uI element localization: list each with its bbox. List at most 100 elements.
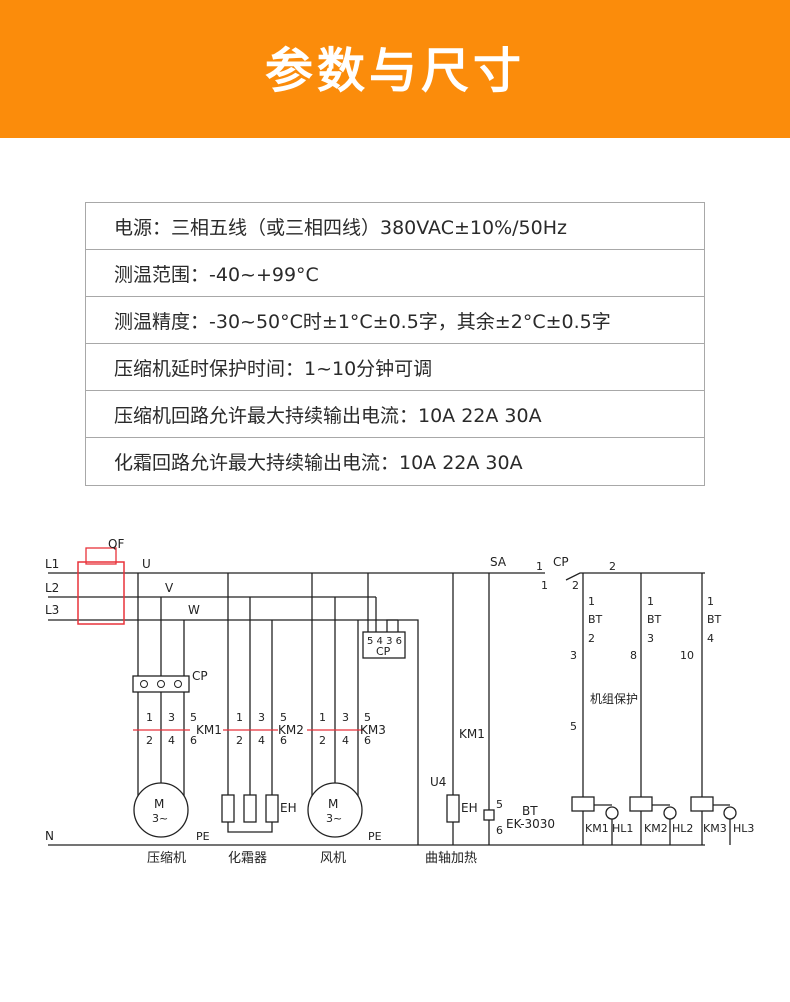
svg-text:KM3: KM3 [703, 822, 727, 835]
svg-text:2: 2 [236, 734, 243, 747]
sa-num-bottom: 1 [541, 579, 548, 592]
svg-text:1: 1 [707, 595, 714, 608]
cp-ctrl-num-1: 2 [572, 579, 579, 592]
crank-heater [446, 794, 460, 823]
sa-num-top: 1 [536, 560, 543, 573]
protection-num: 5 [570, 720, 577, 733]
svg-text:4: 4 [342, 734, 349, 747]
cp-overload-label: CP [192, 669, 208, 683]
svg-text:BT: BT [647, 613, 662, 626]
fan-pe: PE [368, 830, 382, 843]
svg-text:1: 1 [588, 595, 595, 608]
cp-monitor-label: CP [376, 645, 391, 658]
cp-ctrl-label: CP [553, 555, 569, 569]
bt-terminal-5: 5 [496, 798, 503, 811]
svg-text:2: 2 [588, 632, 595, 645]
spec-row: 测温范围：-40~+99°C [86, 250, 704, 297]
svg-text:8: 8 [630, 649, 637, 662]
fan-motor-phase: 3~ [326, 812, 342, 825]
svg-text:HL2: HL2 [672, 822, 693, 835]
spec-row: 压缩机延时保护时间：1~10分钟可调 [86, 344, 704, 391]
load-crank-heat: 曲轴加热 [425, 851, 477, 866]
svg-text:4: 4 [168, 734, 175, 747]
cp-monitor [362, 631, 406, 659]
qf-breaker-box [77, 561, 125, 625]
svg-text:6: 6 [190, 734, 197, 747]
bt-module-label: BT [522, 804, 538, 818]
compressor-motor [133, 782, 189, 838]
qf-label: QF [108, 537, 124, 551]
svg-text:KM2: KM2 [644, 822, 668, 835]
compressor-motor-phase: 3~ [152, 812, 168, 825]
svg-text:2: 2 [319, 734, 326, 747]
km2-contacts: 1 3 5 2 4 6 KM2 [223, 711, 304, 747]
l2-label: L2 [45, 581, 59, 595]
protection-label: 机组保护 [590, 692, 638, 706]
defrost-eh-label: EH [280, 801, 297, 815]
spec-row: 化霜回路允许最大持续输出电流：10A 22A 30A [114, 452, 523, 474]
svg-text:6: 6 [280, 734, 287, 747]
svg-text:4: 4 [707, 632, 714, 645]
cp-overload [132, 675, 190, 693]
km3-label: KM3 [360, 723, 386, 737]
svg-text:5: 5 [364, 711, 371, 724]
header-banner: 参数与尺寸 [0, 0, 790, 138]
load-fan: 风机 [320, 851, 346, 866]
fan-motor-symbol: M [328, 797, 338, 811]
l3-label: L3 [45, 603, 59, 617]
qf-handle [85, 547, 117, 565]
spec-row: 压缩机回路允许最大持续输出电流：10A 22A 30A [86, 391, 704, 438]
compressor-pe: PE [196, 830, 210, 843]
w-label: W [188, 603, 200, 617]
svg-text:1: 1 [647, 595, 654, 608]
km2-label: KM2 [278, 723, 304, 737]
svg-text:3: 3 [647, 632, 654, 645]
bt-module-model: EK-3030 [506, 817, 555, 831]
wiring-diagram: QF L1 L2 L3 N U V W CP 1 3 5 2 4 6 KM1 1… [45, 537, 754, 866]
bt-terminal-6: 6 [496, 824, 503, 837]
spec-table: 电源：三相五线（或三相四线）380VAC±10%/50Hz 测温范围：-40~+… [85, 202, 705, 486]
crank-eh-label: EH [461, 801, 478, 815]
svg-text:BT: BT [588, 613, 603, 626]
svg-text:3: 3 [168, 711, 175, 724]
svg-text:1: 1 [319, 711, 326, 724]
svg-text:5: 5 [190, 711, 197, 724]
wires [48, 572, 731, 846]
sa-label: SA [490, 555, 507, 569]
svg-text:HL1: HL1 [612, 822, 633, 835]
svg-text:3: 3 [570, 649, 577, 662]
load-defrost: 化霜器 [228, 851, 267, 866]
load-compressor: 压缩机 [147, 850, 186, 866]
u-label: U [142, 557, 151, 571]
svg-text:3: 3 [258, 711, 265, 724]
cp-ctrl-num-2: 2 [609, 560, 616, 573]
spec-row: 测温精度：-30~50°C时±1°C±0.5字，其余±2°C±0.5字 [86, 297, 704, 344]
crank-u4-label: U4 [430, 775, 446, 789]
fan-motor [307, 782, 363, 838]
km3-contacts: 1 3 5 2 4 6 KM3 [307, 711, 386, 747]
svg-text:6: 6 [364, 734, 371, 747]
bt-branch-3: 1 BT 4 10 KM3 HL3 [680, 595, 754, 835]
svg-text:5: 5 [280, 711, 287, 724]
bt-branch-1: 1 BT 2 3 KM1 HL1 [570, 595, 633, 835]
bt-branch-2: 1 BT 3 8 KM2 HL2 [629, 595, 693, 835]
defrost-heaters [221, 794, 279, 823]
svg-text:2: 2 [146, 734, 153, 747]
v-label: V [165, 581, 174, 595]
km1-contacts: 1 3 5 2 4 6 KM1 [133, 711, 222, 747]
l1-label: L1 [45, 557, 59, 571]
svg-text:HL3: HL3 [733, 822, 754, 835]
svg-text:3: 3 [342, 711, 349, 724]
svg-text:1: 1 [146, 711, 153, 724]
bt-module-coil [483, 809, 495, 821]
compressor-motor-symbol: M [154, 797, 164, 811]
crank-km-label: KM1 [459, 727, 485, 741]
cp-monitor-terminals: 5 4 3 6 [367, 636, 402, 647]
spec-row: 电源：三相五线（或三相四线）380VAC±10%/50Hz [86, 203, 704, 250]
page-title: 参数与尺寸 [264, 43, 525, 99]
svg-text:BT: BT [707, 613, 722, 626]
svg-text:1: 1 [236, 711, 243, 724]
n-label: N [45, 829, 54, 843]
svg-text:10: 10 [680, 649, 694, 662]
km1-label: KM1 [196, 723, 222, 737]
